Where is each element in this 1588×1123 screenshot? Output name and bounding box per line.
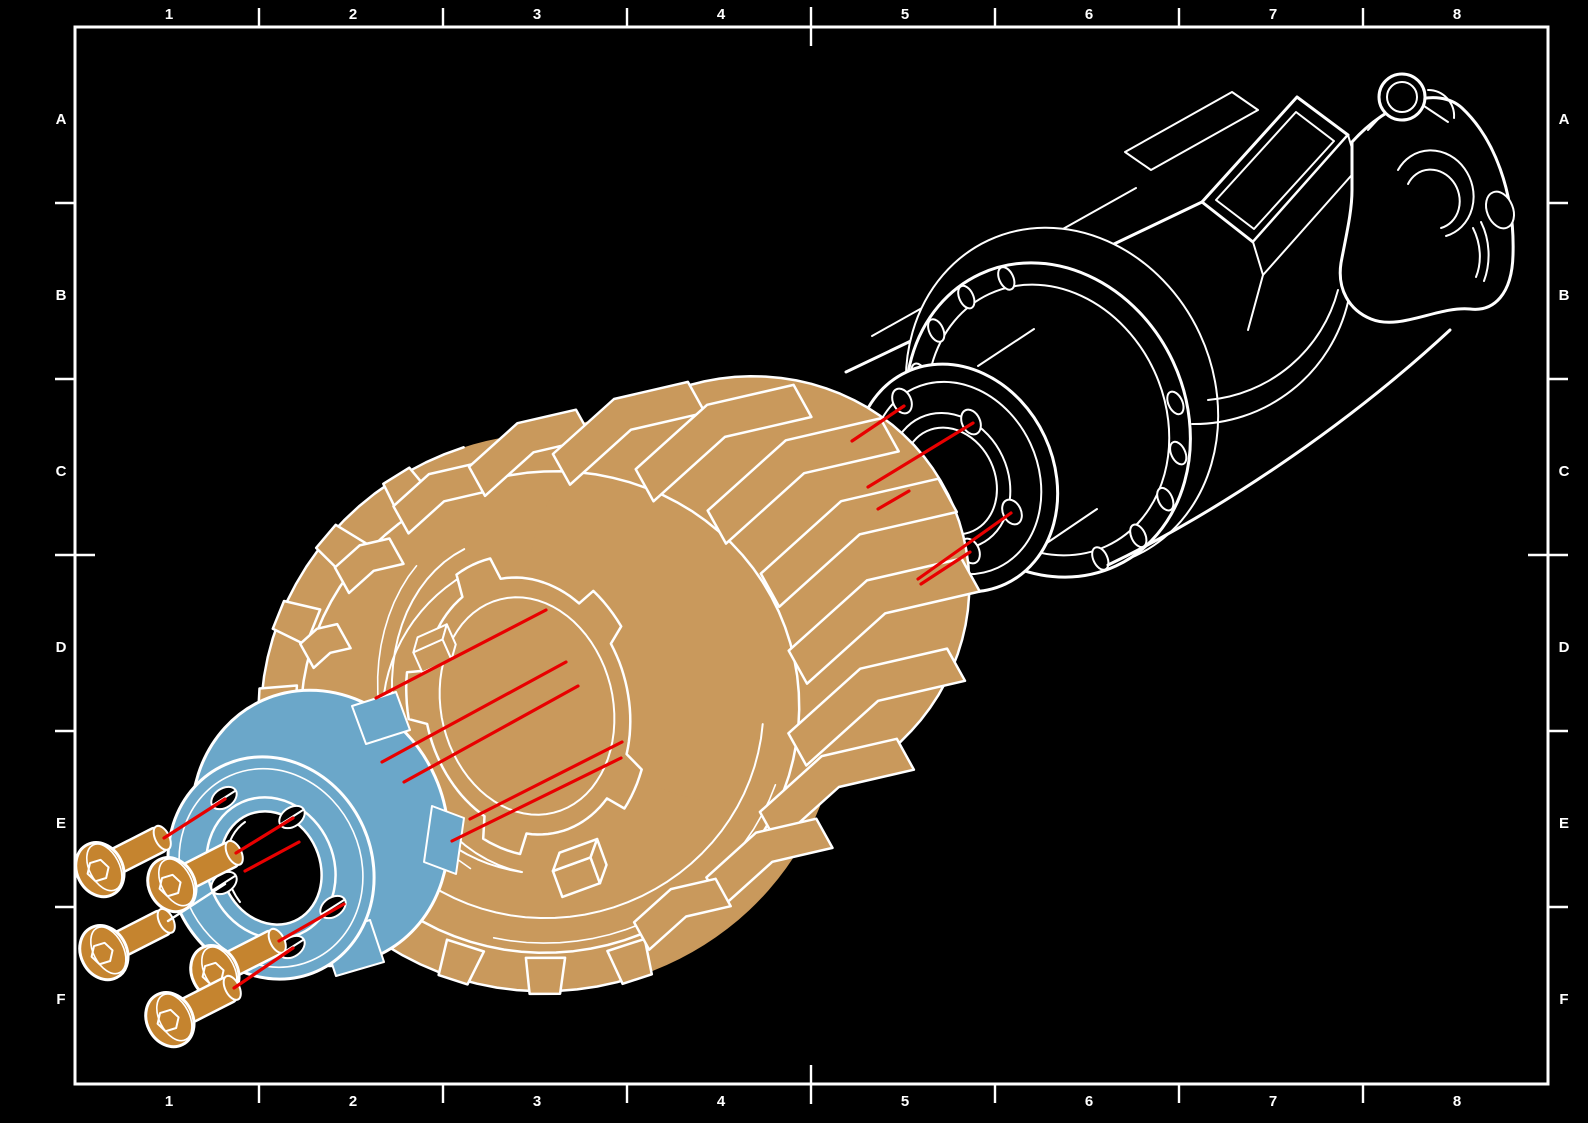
row-label-left-b: B <box>56 287 67 304</box>
assembly-leader-lines <box>162 404 1013 990</box>
col-label-top-3: 3 <box>533 6 541 23</box>
tread-block <box>705 817 834 908</box>
top-fin <box>1124 91 1259 171</box>
bearing-roller <box>927 318 946 343</box>
keyway-block <box>412 623 457 674</box>
row-label-left-c: C <box>56 463 67 480</box>
row-label-left-d: D <box>56 639 67 656</box>
row-label-right-e: E <box>1559 815 1569 832</box>
rim-inner-arc <box>404 723 764 919</box>
col-label-bottom-8: 8 <box>1453 1093 1461 1110</box>
block-lower-edge <box>1247 274 1264 331</box>
col-label-top-1: 1 <box>165 6 173 23</box>
tread-block <box>551 380 707 486</box>
col-label-bottom-2: 2 <box>349 1093 357 1110</box>
tread-bump <box>606 937 654 986</box>
housing-arc-inner <box>1207 289 1339 401</box>
hub-bolt-hole <box>891 387 913 415</box>
col-label-top-4: 4 <box>717 6 726 23</box>
gland-edge-right <box>1423 105 1449 123</box>
sheet-frame: 1 2 3 4 5 6 7 8 1 2 3 4 5 6 7 8 A B C D … <box>55 6 1570 1110</box>
motor-rear-body <box>1338 96 1515 324</box>
row-label-left-e: E <box>56 815 66 832</box>
hub-neck-top <box>977 328 1035 367</box>
hole-wall-line <box>321 899 345 915</box>
col-label-top-7: 7 <box>1269 6 1277 23</box>
housing-bottom-edge <box>1106 328 1452 567</box>
col-label-bottom-4: 4 <box>717 1093 726 1110</box>
row-label-right-a: A <box>1559 111 1570 128</box>
rear-highlight-inner <box>1472 227 1481 278</box>
tread-block <box>706 417 900 545</box>
tread-block <box>632 877 732 951</box>
row-label-right-d: D <box>1559 639 1570 656</box>
bearing-roller <box>1156 486 1175 512</box>
gland-edge-left <box>1367 115 1382 131</box>
tread-block <box>759 477 959 609</box>
keyway-block <box>551 837 608 899</box>
bearing-roller <box>957 284 976 310</box>
tread-bump <box>271 599 322 647</box>
gland-collar-arc <box>1427 88 1456 119</box>
col-label-bottom-3: 3 <box>533 1093 541 1110</box>
bearing-roller <box>1091 546 1110 571</box>
housing-arc-outer <box>1191 301 1349 426</box>
tread-block <box>467 408 594 498</box>
side-boss <box>1485 190 1515 230</box>
row-label-right-b: B <box>1559 287 1570 304</box>
hole-wall-line <box>212 875 236 891</box>
rear-cap-arc-inner <box>1407 168 1461 229</box>
tread-block <box>298 622 352 670</box>
tread-block <box>634 383 813 503</box>
cable-gland-outer <box>1377 72 1427 122</box>
tread-bump <box>524 956 567 996</box>
bearing-roller <box>1169 440 1188 466</box>
tread-block <box>333 537 405 595</box>
row-label-left-f: F <box>56 991 65 1008</box>
rear-highlight-outer <box>1480 221 1490 282</box>
tire-wheel-part <box>256 374 982 996</box>
col-label-bottom-5: 5 <box>901 1093 909 1110</box>
col-label-bottom-1: 1 <box>165 1093 173 1110</box>
adapter-tab-right <box>423 805 465 875</box>
bearing-roller <box>997 266 1016 291</box>
keyway-side <box>441 623 457 661</box>
rear-cap-arc-outer <box>1397 149 1475 237</box>
centerline-white <box>166 882 227 923</box>
tread-bump <box>437 938 486 986</box>
col-label-bottom-7: 7 <box>1269 1093 1277 1110</box>
bearing-roller <box>1166 390 1185 416</box>
gearmotor-part <box>844 72 1515 594</box>
col-label-top-6: 6 <box>1085 6 1093 23</box>
col-label-bottom-6: 6 <box>1085 1093 1093 1110</box>
col-label-top-5: 5 <box>901 6 909 23</box>
row-label-right-c: C <box>1559 463 1570 480</box>
row-label-left-a: A <box>56 111 67 128</box>
cable-gland-inner <box>1386 81 1418 113</box>
col-label-top-8: 8 <box>1453 6 1461 23</box>
col-label-top-2: 2 <box>349 6 357 23</box>
tread-block <box>758 737 916 844</box>
connector-block-inset <box>1215 111 1335 230</box>
keyway-side <box>589 837 608 885</box>
row-label-right-f: F <box>1559 991 1568 1008</box>
tread-block <box>787 647 967 767</box>
